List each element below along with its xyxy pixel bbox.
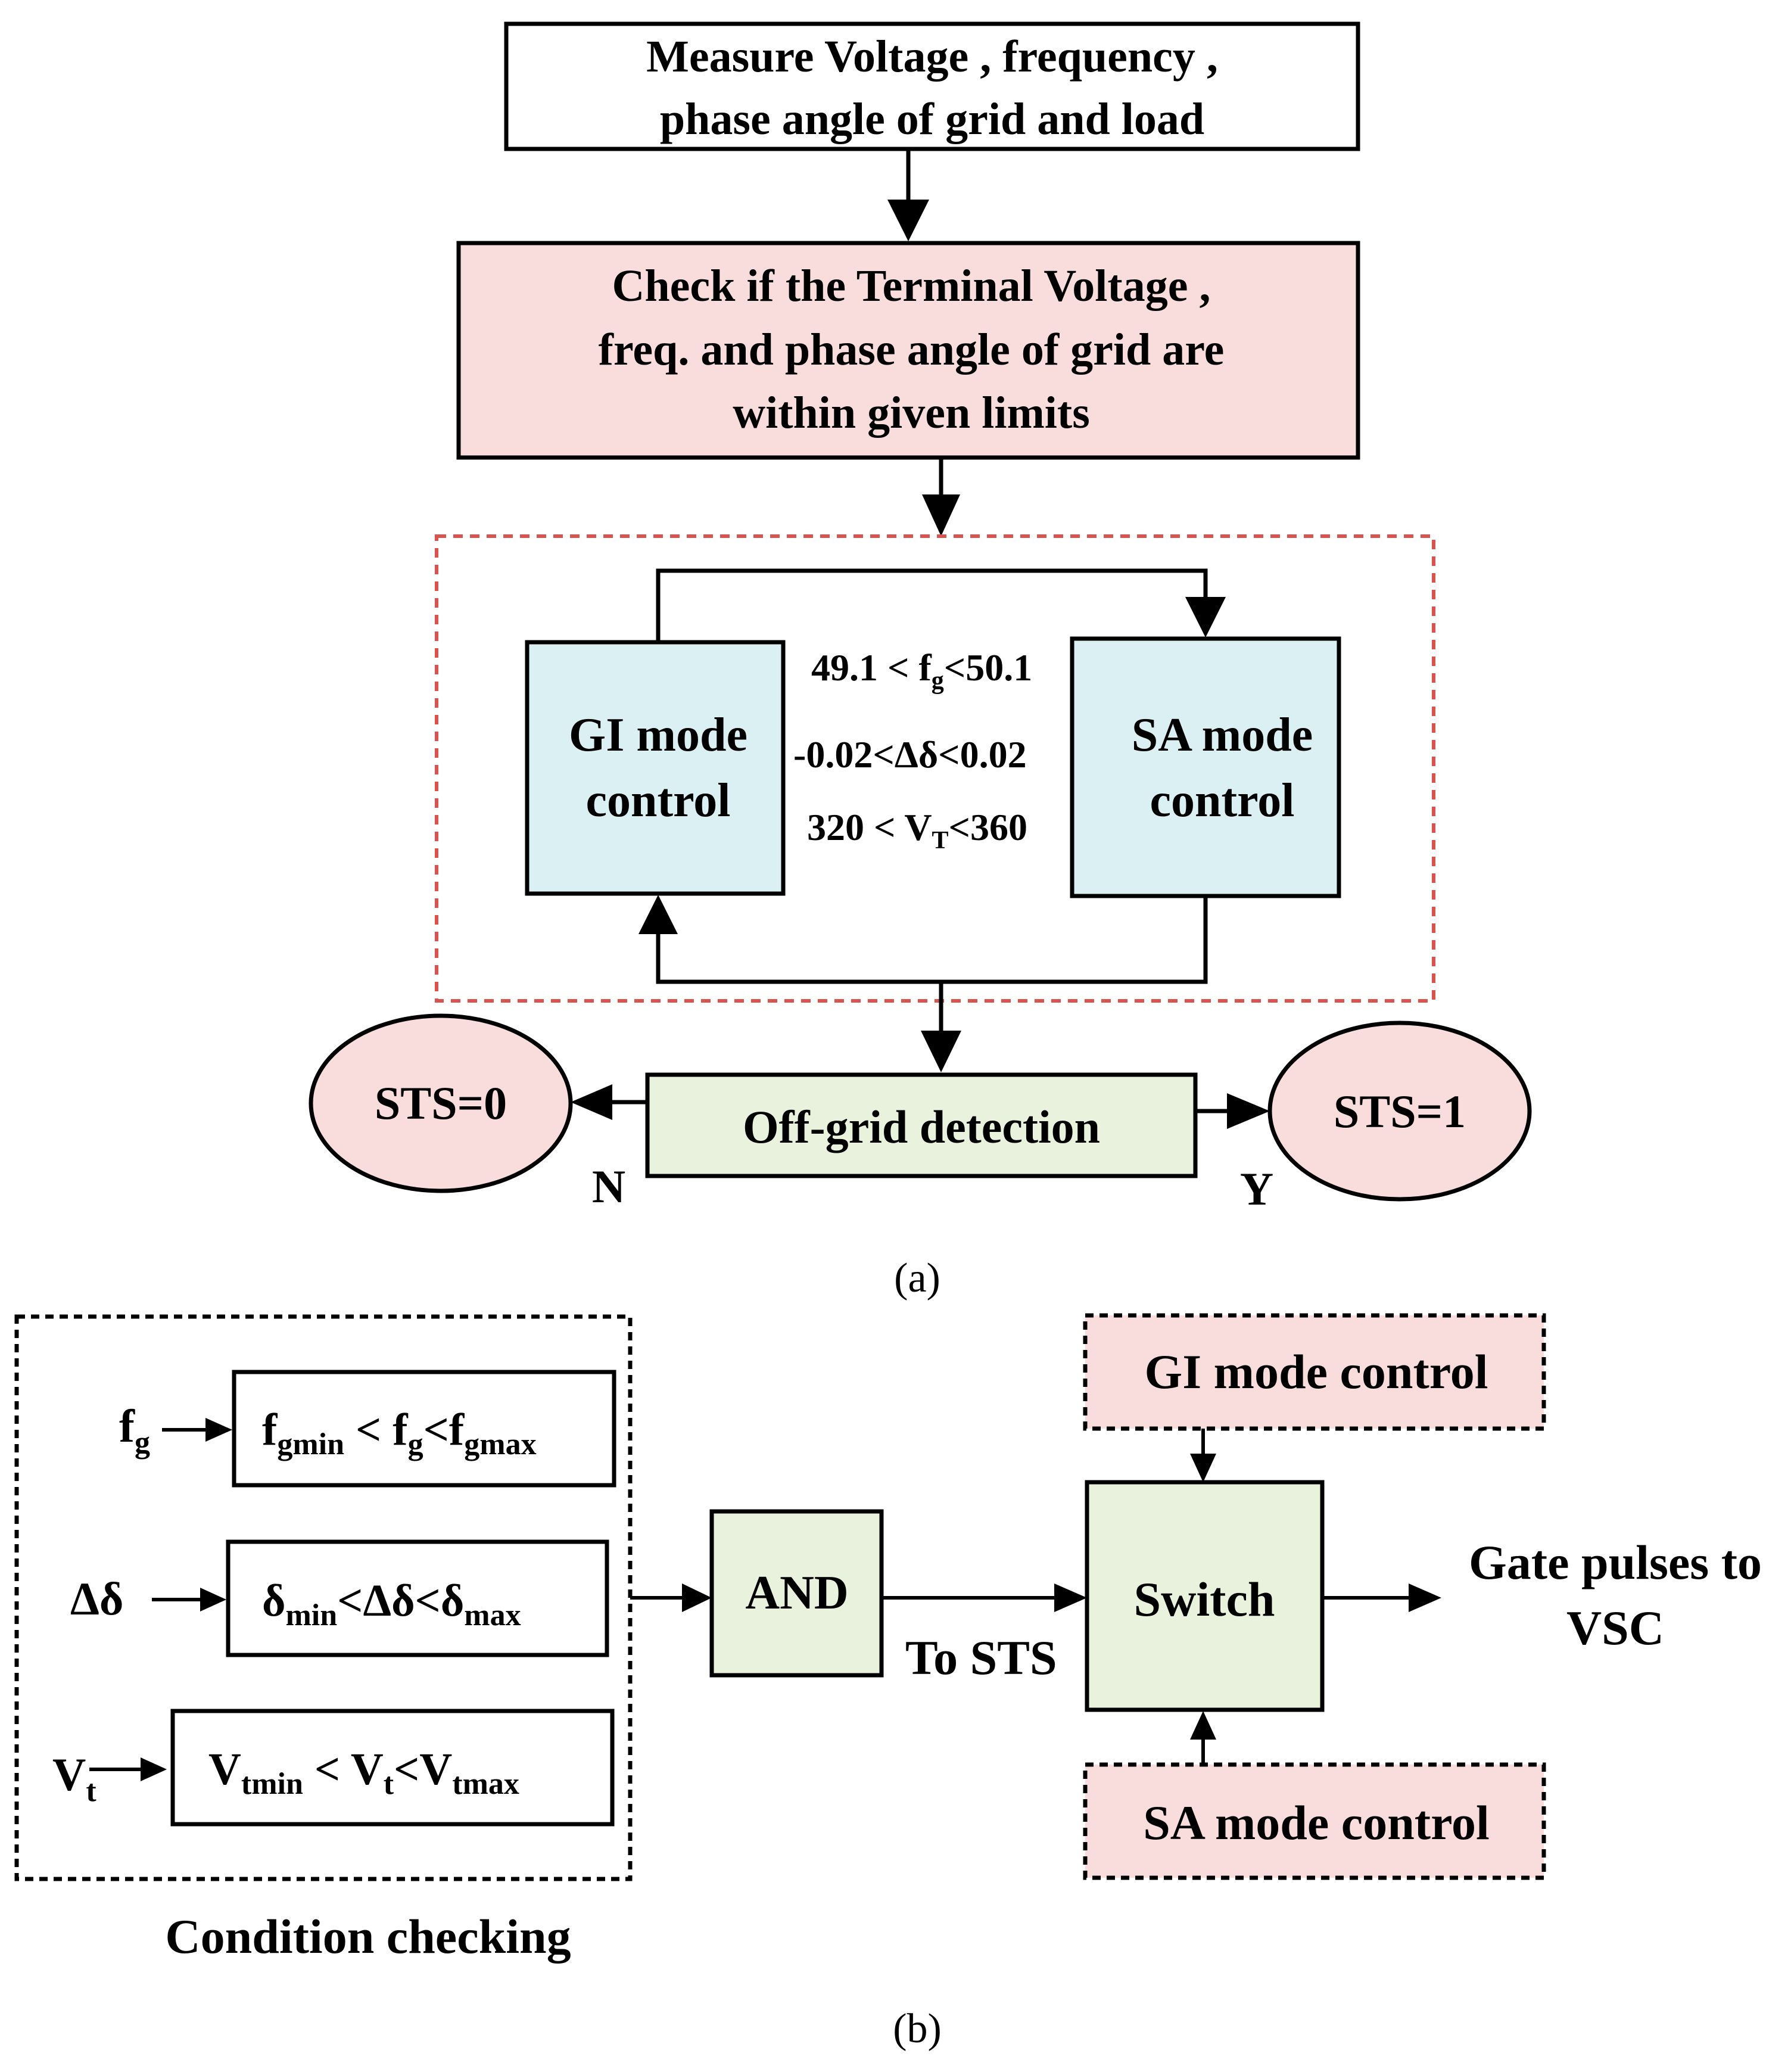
- figure-a: Measure Voltage , frequency , phase angl…: [309, 21, 1532, 1301]
- check-box-line1: Check if the Terminal Voltage ,: [612, 261, 1211, 311]
- dd-input-label: Δδ: [70, 1573, 123, 1625]
- switch-label: Switch: [1134, 1572, 1275, 1626]
- arrow-and-to-switch: To STS: [882, 1583, 1087, 1685]
- measure-box-line2: phase angle of grid and load: [660, 94, 1204, 144]
- measure-box-line1: Measure Voltage , frequency ,: [646, 32, 1218, 82]
- check-box-line3: within given limits: [733, 388, 1090, 438]
- vt-condition-row: Vt Vtmin < Vt<Vtmax: [52, 1709, 615, 1827]
- mode-control-region: [435, 534, 1435, 1003]
- and-label: AND: [745, 1567, 848, 1619]
- sa-block-line2: control: [1150, 774, 1295, 827]
- fg-condition-row: fg fgmin < fg<fgmax: [119, 1370, 616, 1488]
- freq-limit: 49.1 < fg<50.1: [811, 646, 1032, 695]
- sa-mode-control-input: SA mode control: [1083, 1711, 1546, 1880]
- sts0-ellipse: [309, 1013, 573, 1193]
- phase-limit: -0.02<Δδ<0.02: [793, 733, 1027, 776]
- to-sts-label: To STS: [905, 1631, 1057, 1685]
- loop-gi-to-sa: [656, 568, 1226, 642]
- offgrid-label: Off-grid detection: [743, 1101, 1100, 1153]
- condition-checking-label: Condition checking: [165, 1909, 571, 1964]
- sts1-branch: STS=1 Y: [1195, 1021, 1532, 1215]
- measure-box: Measure Voltage , frequency , phase angl…: [504, 21, 1360, 151]
- arrow-check-to-region: [922, 458, 960, 536]
- sts0-branch: STS=0 N: [309, 1013, 647, 1212]
- dd-condition-box: [226, 1539, 609, 1657]
- loop-sa-to-gi: [638, 895, 1208, 984]
- gate-pulses-line1: Gate pulses to: [1469, 1535, 1762, 1589]
- sa-ctrl-label: SA mode control: [1143, 1796, 1490, 1850]
- and-block: AND: [709, 1509, 884, 1678]
- vt-condition-text: Vtmin < Vt<Vtmax: [208, 1744, 519, 1801]
- arrow-switch-to-output: Gate pulses to VSC: [1322, 1535, 1762, 1655]
- caption-b: (b): [893, 2006, 942, 2052]
- gi-mode-control-block: GI mode control: [525, 640, 786, 896]
- sts1-ellipse: [1267, 1021, 1532, 1202]
- dd-condition-row: Δδ δmin<Δδ<δmax: [70, 1539, 609, 1657]
- fg-input-label: fg: [119, 1400, 150, 1460]
- branch-y-label: Y: [1240, 1163, 1273, 1215]
- sts0-label: STS=0: [375, 1077, 507, 1129]
- fg-condition-box: [232, 1370, 616, 1488]
- figure-b: fg fgmin < fg<fgmax Δδ δmin<Δδ<δmax Vt: [14, 1313, 1762, 2052]
- limit-conditions: 49.1 < fg<50.1 -0.02<Δδ<0.02 320 < VT<36…: [793, 646, 1032, 854]
- branch-n-label: N: [592, 1161, 625, 1212]
- vt-condition-box: [170, 1709, 615, 1827]
- gate-pulses-line2: VSC: [1566, 1601, 1664, 1655]
- check-box-line2: freq. and phase angle of grid are: [599, 325, 1225, 375]
- arrow-region-to-offgrid: [921, 982, 961, 1072]
- caption-a: (a): [894, 1255, 940, 1301]
- check-limits-box: Check if the Terminal Voltage , freq. an…: [456, 241, 1360, 460]
- gi-block-line2: control: [586, 774, 731, 827]
- arrow-measure-to-check: [887, 149, 929, 241]
- arrow-condition-to-and: [630, 1583, 712, 1612]
- voltage-limit: 320 < VT<360: [807, 806, 1027, 854]
- offgrid-detection-box: Off-grid detection: [645, 1072, 1198, 1178]
- fg-condition-text: fgmin < fg<fgmax: [262, 1405, 537, 1461]
- gi-mode-control-input: GI mode control: [1083, 1313, 1546, 1482]
- gi-block-line1: GI mode: [569, 709, 747, 761]
- dd-condition-text: δmin<Δδ<δmax: [262, 1576, 521, 1632]
- sts1-label: STS=1: [1334, 1085, 1466, 1137]
- gi-ctrl-label: GI mode control: [1144, 1345, 1488, 1399]
- switch-block: Switch: [1085, 1480, 1325, 1712]
- sa-block-line1: SA mode: [1132, 709, 1313, 761]
- vt-input-label: Vt: [52, 1749, 96, 1808]
- sa-mode-control-block: SA mode control: [1070, 636, 1341, 898]
